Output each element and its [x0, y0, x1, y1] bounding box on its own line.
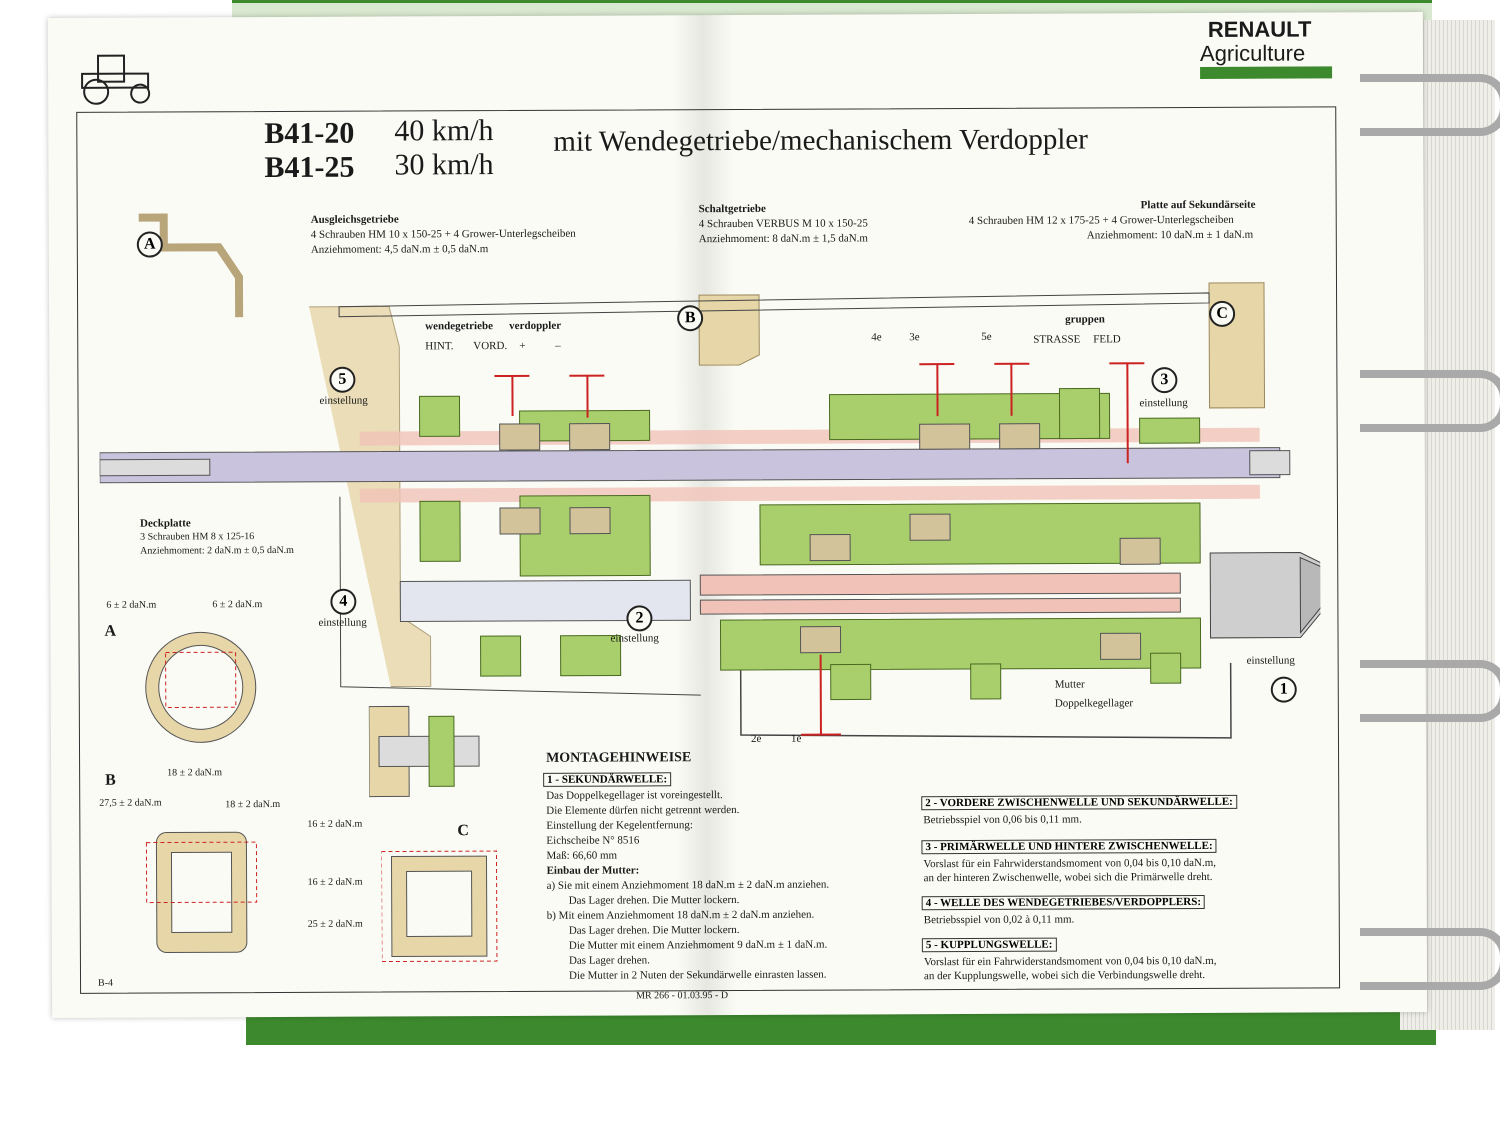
- montage-s1-b5: Die Mutter in 2 Nuten der Sekundärwelle …: [568, 968, 827, 982]
- marker-b: B: [677, 305, 704, 332]
- speed-2: 30 km/h: [394, 148, 494, 182]
- label-einstellung-2: einstellung: [610, 632, 659, 645]
- label-einstellung-3: einstellung: [1139, 397, 1188, 410]
- binder-ring-3: [1360, 660, 1500, 722]
- plate-a-torque-right: 6 ± 2 daN.m: [212, 599, 263, 611]
- label-gear-4: 4e: [871, 331, 882, 344]
- plate-c-torque-1: 16 ± 2 daN.m: [307, 818, 363, 830]
- label-gruppen: gruppen: [1065, 313, 1105, 326]
- montage-s1-a2: Das Lager drehen. Die Mutter lockern.: [568, 893, 740, 907]
- marker-3: 3: [1151, 367, 1178, 394]
- page-number: B-4: [98, 977, 114, 989]
- marker-5: 5: [329, 366, 356, 393]
- plate-b-drawing: [145, 831, 258, 953]
- manual-page: RENAULT Agriculture B41-20 40 km/h B41-2…: [47, 12, 1428, 1018]
- label-wendegetriebe: wendegetriebe: [425, 320, 494, 333]
- binder-ring-2: [1360, 370, 1500, 432]
- montage-s1-l1: Das Doppelkegellager ist voreingestellt.: [546, 789, 723, 802]
- montage-s1-l2: Die Elemente dürfen nicht getrennt werde…: [546, 803, 740, 817]
- binder-ring-1: [1360, 74, 1500, 136]
- montage-s3-head: 3 - PRIMÄRWELLE UND HINTERE ZWISCHENWELL…: [921, 838, 1217, 855]
- label-gear-3: 3e: [909, 331, 920, 344]
- plate-c-letter: C: [457, 822, 469, 840]
- marker-2: 2: [626, 605, 653, 632]
- bearing-detail-drawing: [368, 705, 480, 798]
- label-minus: –: [555, 339, 561, 352]
- montage-s1-l3: Einstellung der Kegelentfernung:: [546, 819, 694, 832]
- label-hint: HINT.: [425, 340, 454, 353]
- tractor-icon: [81, 54, 151, 105]
- brand-name: RENAULT: [1207, 16, 1312, 42]
- label-plus: +: [519, 339, 526, 352]
- label-strasse: STRASSE: [1033, 333, 1081, 346]
- montage-s1-b4: Das Lager drehen.: [568, 954, 650, 967]
- label-vord: VORD.: [473, 340, 508, 353]
- plate-b-torque-right: 18 ± 2 daN.m: [225, 798, 281, 811]
- montage-s1-l6: Einbau der Mutter:: [546, 864, 640, 877]
- label-einstellung-1: einstellung: [1246, 654, 1295, 667]
- montage-title: MONTAGEHINWEISE: [546, 750, 692, 766]
- binder-ring-4: [1360, 928, 1500, 990]
- montage-s4-head: 4 - WELLE DES WENDEGETRIEBES/VERDOPPLERS…: [921, 894, 1206, 911]
- montage-s5-l1: Vorslast für ein Fahrwiderstandsmoment v…: [923, 954, 1217, 969]
- montage-s1-l4: Eichscheibe N° 8516: [546, 834, 640, 847]
- plate-a-drawing: [145, 631, 257, 743]
- marker-4: 4: [330, 588, 357, 615]
- marker-1: 1: [1270, 676, 1297, 703]
- label-gear-5: 5e: [981, 330, 992, 343]
- speed-1: 40 km/h: [394, 114, 494, 148]
- model-1: B41-20: [264, 116, 355, 151]
- plate-b-letter: B: [105, 771, 116, 789]
- plate-c-torque-2: 16 ± 2 daN.m: [307, 876, 363, 888]
- label-einstellung-5: einstellung: [319, 394, 368, 407]
- model-2: B41-25: [264, 150, 355, 185]
- gearbox-diagram: [99, 213, 1322, 739]
- plate-b-torque-left: 27,5 ± 2 daN.m: [99, 797, 162, 809]
- montage-s1-b1: b) Mit einem Anziehmoment 18 daN.m ± 2 d…: [546, 908, 815, 922]
- montage-s1-l5: Maß: 66,60 mm: [546, 849, 618, 862]
- page-title: mit Wendegetriebe/mechanischem Verdopple…: [553, 123, 1088, 158]
- brand-subtitle: Agriculture: [1199, 40, 1306, 66]
- montage-s4-l1: Betriebsspiel von 0,02 à 0,11 mm.: [923, 913, 1075, 927]
- marker-c: C: [1209, 300, 1236, 327]
- montage-s3-l2: an der hinteren Zwischenwelle, wobei sic…: [923, 870, 1213, 885]
- montage-s2-head: 2 - VORDERE ZWISCHENWELLE UND SEKUNDÄRWE…: [921, 794, 1237, 811]
- label-feld: FELD: [1093, 333, 1121, 346]
- plate-b-torque-top: 18 ± 2 daN.m: [167, 767, 223, 779]
- montage-s1-a1: a) Sie mit einem Anziehmoment 18 daN.m ±…: [546, 878, 830, 892]
- montage-s3-l1: Vorslast für ein Fahrwiderstandsmoment v…: [923, 856, 1217, 871]
- montage-s5-l2: an der Kupplungswelle, wobei sich die Ve…: [923, 968, 1206, 983]
- label-gear-2: 2e: [750, 732, 762, 745]
- montage-s1-b2: Das Lager drehen. Die Mutter lockern.: [568, 923, 740, 937]
- label-gear-1: 1e: [790, 732, 802, 745]
- brand-bar: [1200, 66, 1333, 79]
- label-einstellung-4: einstellung: [318, 616, 367, 629]
- label-verdoppler: verdoppler: [509, 319, 562, 332]
- montage-s2-l1: Betriebsspiel von 0,06 bis 0,11 mm.: [923, 813, 1082, 827]
- montage-s1-head: 1 - SEKUNDÄRWELLE:: [543, 772, 672, 787]
- plate-c-drawing: [381, 850, 498, 963]
- plate-a-letter: A: [104, 622, 117, 640]
- montage-s5-head: 5 - KUPPLUNGSWELLE:: [921, 937, 1057, 953]
- marker-a: A: [136, 231, 163, 258]
- montage-s1-b3: Die Mutter mit einem Anziehmoment 9 daN.…: [568, 938, 828, 952]
- plate-a-torque-left: 6 ± 2 daN.m: [106, 599, 157, 611]
- label-mutter: Mutter: [1054, 678, 1085, 691]
- plate-c-torque-3: 25 ± 2 daN.m: [307, 918, 363, 930]
- label-doppelkegellager: Doppelkegellager: [1054, 697, 1134, 710]
- document-reference: MR 266 - 01.03.95 - D: [636, 990, 729, 1002]
